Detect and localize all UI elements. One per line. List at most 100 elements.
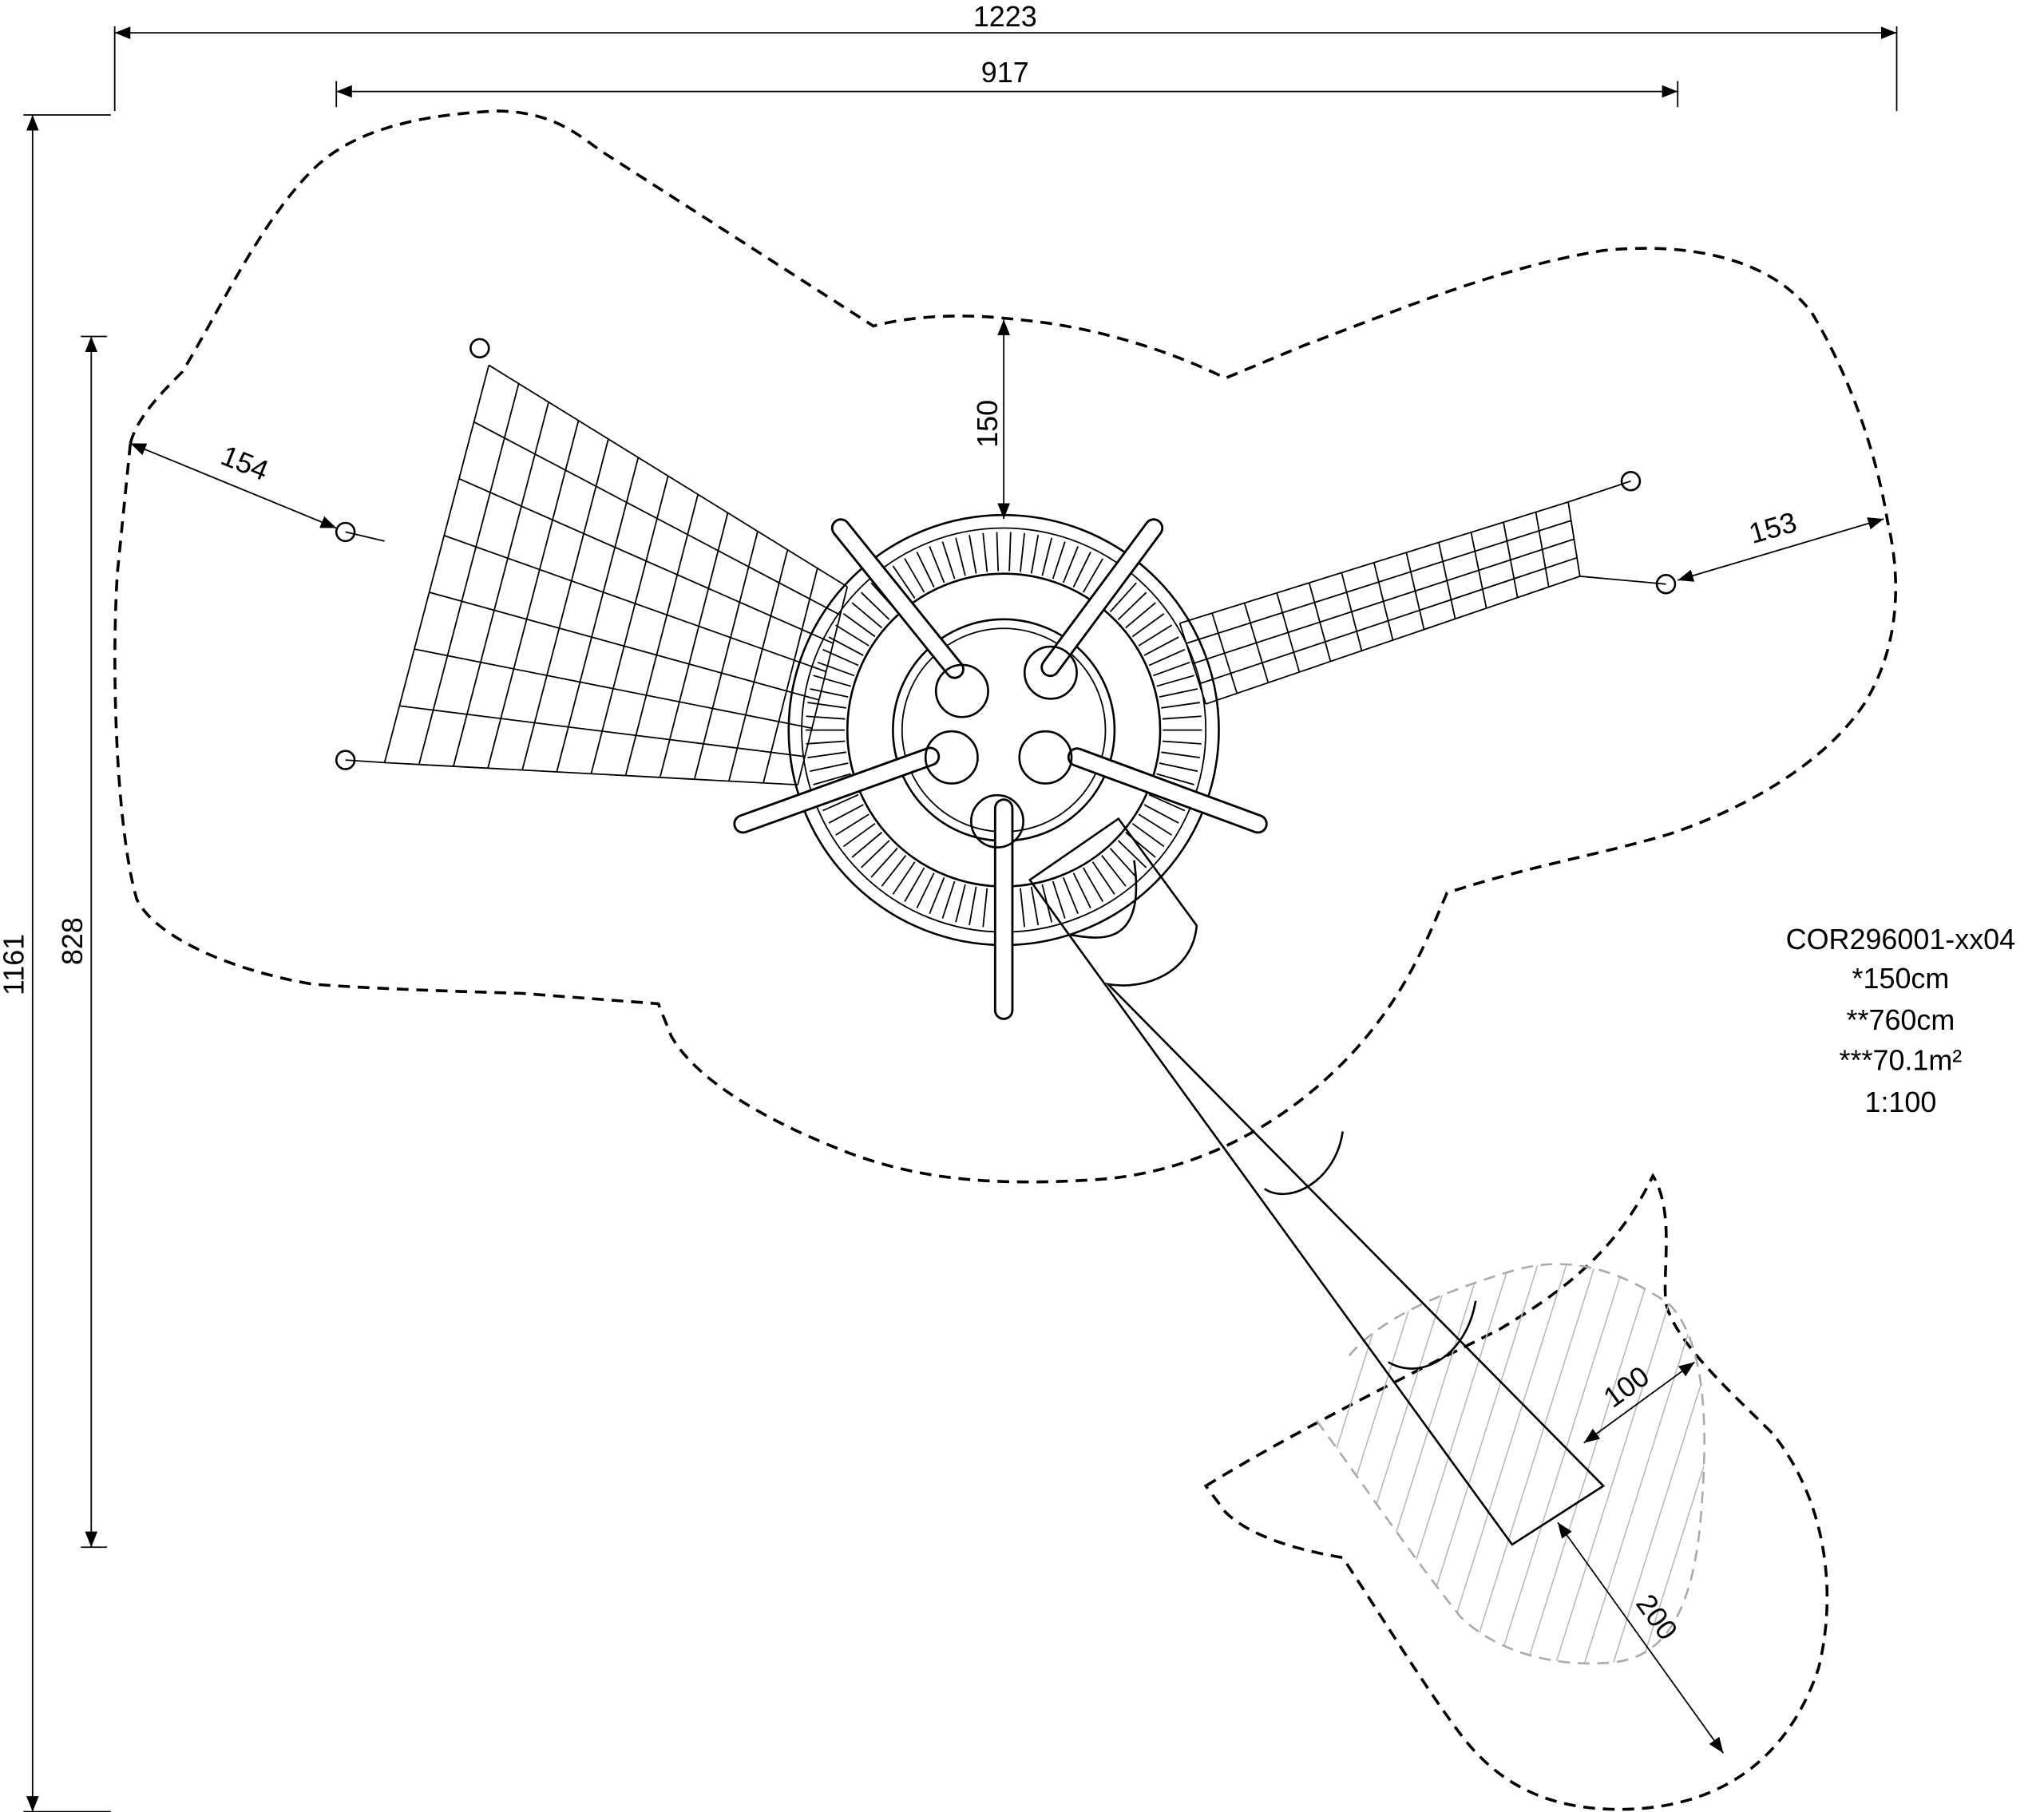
net-rope	[1192, 538, 1575, 665]
stair-tread	[1072, 872, 1091, 909]
net-rope	[1205, 576, 1581, 705]
net-rope	[345, 531, 385, 542]
net-rope	[488, 364, 848, 588]
tower-arms	[733, 518, 1268, 1020]
net-rope	[590, 475, 669, 774]
scale: 1:100	[1864, 1086, 1936, 1118]
stair-tread	[1161, 702, 1201, 709]
stair-tread	[969, 535, 977, 574]
tower-arm-fill	[1043, 520, 1162, 675]
stair-tread	[1101, 854, 1127, 887]
net-anchor	[469, 338, 490, 358]
stair-tread	[1091, 861, 1115, 895]
stair-tread	[1162, 715, 1202, 720]
stair-tread	[1162, 740, 1202, 745]
stair-tread	[996, 532, 1000, 572]
hatch-line	[1516, 1264, 1662, 1664]
net-rope	[414, 648, 813, 730]
net-rope	[1179, 501, 1569, 624]
hatch-line	[1316, 1264, 1432, 1664]
net-rope	[797, 586, 849, 785]
stair-tread	[813, 773, 851, 785]
stair-tread	[1052, 880, 1066, 919]
tube-slide	[1028, 817, 1606, 1546]
tower-arm-fill	[735, 749, 938, 832]
stair-tread	[904, 867, 925, 902]
stair-tread	[1082, 558, 1104, 593]
hatch-line	[1689, 1264, 1705, 1664]
stair-tread	[1131, 612, 1165, 638]
hatch-line	[1316, 1264, 1404, 1664]
total-height: **760cm	[1847, 1003, 1955, 1036]
net-rope	[418, 383, 520, 765]
stair-tread	[982, 888, 988, 928]
dim-top-clearance: 150	[971, 400, 1004, 448]
net-rope	[556, 457, 640, 773]
stair-tread	[1041, 537, 1053, 576]
net-rope	[659, 512, 729, 778]
stair-tread	[982, 532, 988, 572]
stair-tread	[892, 565, 916, 599]
stair-tread	[1159, 688, 1198, 698]
hatch-line	[1718, 1238, 1862, 1694]
stair-tread	[892, 861, 916, 895]
net-rope	[763, 568, 818, 784]
stair-tread	[851, 602, 883, 629]
stair-tread	[1153, 661, 1190, 677]
net-rope	[728, 549, 789, 781]
stair-tread	[1148, 793, 1186, 812]
stair-tread	[1156, 773, 1194, 785]
net-rope	[693, 531, 759, 780]
dim-inner-width: 917	[981, 56, 1029, 89]
dim-right-clearance: 153	[1745, 505, 1800, 550]
net-rope	[1186, 520, 1572, 644]
hatch-line	[1487, 1264, 1633, 1664]
hatch-line	[1316, 1264, 1375, 1664]
dimension-lines	[23, 26, 1898, 1812]
stair-tread	[810, 688, 849, 698]
tower-arm-fill	[833, 520, 963, 677]
stair-tread	[842, 612, 876, 638]
stair-tread	[817, 661, 855, 677]
stair-tread	[1156, 675, 1194, 687]
stair-tread	[1138, 813, 1173, 836]
net-rope	[1579, 576, 1666, 585]
free-fall-height: *150cm	[1852, 962, 1950, 995]
stair-tread	[1072, 552, 1091, 588]
net-rope	[473, 421, 841, 616]
stair-tread	[955, 884, 966, 923]
net-rope	[487, 420, 580, 769]
stair-tread	[828, 636, 864, 656]
net-anchor	[335, 521, 356, 543]
product-info: COR296001-xx04 *150cm **760cm ***70.1m² …	[1786, 923, 2015, 1118]
stair-tread	[822, 648, 859, 667]
hatch-line	[1833, 1238, 1977, 1694]
stair-tread	[851, 831, 883, 858]
stair-tread	[810, 762, 849, 773]
stair-tread	[861, 591, 890, 620]
stair-tread	[1117, 591, 1147, 620]
stair-tread	[806, 740, 846, 745]
net-rope	[429, 591, 820, 701]
stair-tread	[861, 840, 890, 868]
stair-tread	[1125, 602, 1156, 629]
tower-arm-fill	[1069, 750, 1266, 832]
stair-tread	[842, 822, 876, 848]
dim-overall-height: 1161	[0, 934, 30, 995]
net-rope	[399, 705, 806, 758]
net-rope	[1198, 556, 1578, 685]
net-rope	[345, 759, 385, 764]
safety-zone-outline	[113, 109, 1897, 1184]
stair-tread	[807, 751, 847, 759]
stair-tread	[822, 793, 859, 812]
net-anchor	[1655, 574, 1677, 595]
stair-tread	[1117, 840, 1147, 868]
stair-tread	[1030, 886, 1040, 926]
safety-area: ***70.1m²	[1840, 1044, 1963, 1077]
stair-tread	[1020, 888, 1025, 928]
hatch-line	[1747, 1238, 1891, 1694]
hatch-line	[1316, 1264, 1346, 1664]
stair-tread	[1062, 546, 1079, 584]
net-anchor	[1620, 471, 1642, 492]
